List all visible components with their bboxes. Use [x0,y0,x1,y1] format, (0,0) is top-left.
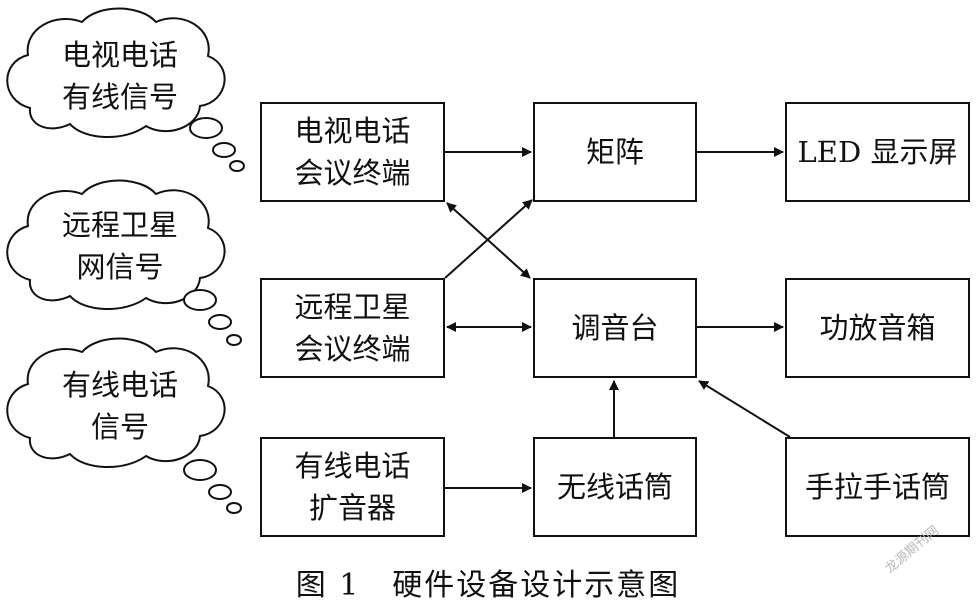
box-line: 扩音器 [308,491,396,525]
box-line: 远程卫星 [294,290,411,324]
cloud-text-wired-phone: 有线电话 信号 [30,364,210,448]
box-line: 会议终端 [294,332,411,366]
box-led-display: LED 显示屏 [785,102,970,202]
box-amplifier-speakers: 功放音箱 [785,278,970,378]
box-matrix: 矩阵 [533,102,697,202]
box-mixer: 调音台 [533,278,697,378]
box-line: 有线电话 [294,449,411,483]
cloud-tv-phone-wired [6,7,245,172]
cloud-wired-phone [6,337,242,514]
box-wired-phone-amplifier: 有线电话 扩音器 [260,437,445,537]
arrow-satellite-to-matrix [444,199,533,279]
cloud-line: 信号 [90,410,149,444]
cloud-line: 有线电话 [61,368,178,402]
cloud-line: 远程卫星 [61,208,178,242]
arrow-handmic-to-mixer [698,380,791,438]
figure-caption: 图 1 硬件设备设计示意图 [295,568,681,603]
cloud-line: 网信号 [76,250,164,284]
cloud-text-tv-phone-wired: 电视电话 有线信号 [30,34,210,118]
box-hand-mic: 手拉手话筒 [785,437,970,537]
box-tv-conference-terminal: 电视电话 会议终端 [260,102,445,202]
box-line: 电视电话 [294,114,411,148]
box-satellite-conference-terminal: 远程卫星 会议终端 [260,278,445,378]
cloud-remote-satellite [6,179,242,346]
cloud-line: 电视电话 [61,38,178,72]
cloud-text-remote-satellite: 远程卫星 网信号 [30,204,210,288]
cloud-line: 有线信号 [61,80,178,114]
box-wireless-mic: 无线话筒 [533,437,697,537]
box-line: 会议终端 [294,156,411,190]
arrow-tv-mixer [446,202,531,279]
